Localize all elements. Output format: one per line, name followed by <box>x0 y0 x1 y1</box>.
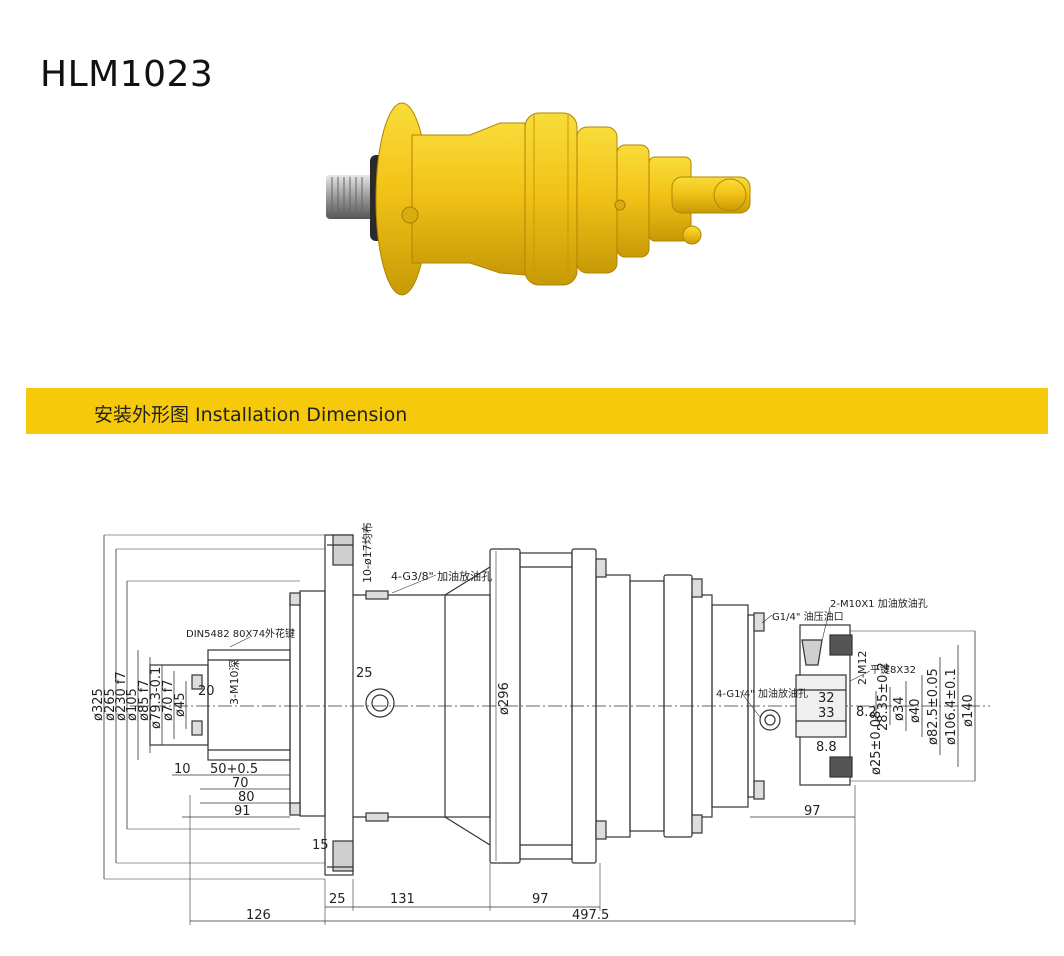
note-port-top-right: G1/4" 油压油口 <box>772 610 844 623</box>
dim-97-right: 97 <box>804 804 821 819</box>
dim-497-5: 497.5 <box>572 908 609 923</box>
note-thread-right: 2-M12 <box>856 651 869 685</box>
section-banner-title: 安装外形图 Installation Dimension <box>94 404 408 426</box>
installation-drawing: 10-ø17均布 4-G3/8" 加油放油孔 DIN5482 80X74外花键 … <box>91 522 990 925</box>
dim-left-diameter: ø230 f7 <box>114 671 129 721</box>
note-port-right: 4-G1/4" 加油放油孔 <box>716 687 808 700</box>
dim-8-2: 8.2 <box>856 705 877 720</box>
dim-97-bottom: 97 <box>532 892 549 907</box>
section-banner <box>26 388 1048 434</box>
note-mount-holes: 10-ø17均布 <box>361 522 374 583</box>
dim-8-8: 8.8 <box>816 740 837 755</box>
dim-296: ø296 <box>497 682 512 715</box>
note-thread-left: 3-M10深 <box>228 660 241 705</box>
dim-right-diameter: 28.35±0.2 <box>876 662 891 731</box>
dim-131: 131 <box>390 892 415 907</box>
dim-right-diameter: ø25±0.08 <box>869 711 884 775</box>
dim-20: 20 <box>198 684 215 699</box>
dim-left-diameter: ø265 <box>103 688 118 721</box>
dim-right-diameter: ø106.4±0.1 <box>944 668 959 745</box>
product-photo <box>326 102 751 296</box>
page-title: HLM1023 <box>40 54 214 95</box>
dim-50: 50+0.5 <box>210 762 258 777</box>
dim-33: 33 <box>818 706 835 721</box>
dim-right-diameter: ø140 <box>961 694 976 727</box>
dim-91: 91 <box>234 804 251 819</box>
dim-10: 10 <box>174 762 191 777</box>
note-port-left: 4-G3/8" 加油放油孔 <box>391 569 492 583</box>
dim-left-diameter: ø70 f7 <box>161 680 176 721</box>
dim-25-top: 25 <box>356 666 373 681</box>
dim-32: 32 <box>818 691 835 706</box>
dim-right-diameter: ø34 <box>892 697 907 722</box>
dim-left-diameter: ø325 <box>91 688 106 721</box>
note-port-m10: 2-M10X1 加油放油孔 <box>830 597 928 610</box>
note-spline: DIN5482 80X74外花键 <box>186 627 295 640</box>
note-key: 平键8X32 <box>870 663 916 676</box>
dim-15: 15 <box>312 838 329 853</box>
dim-right-diameter: ø82.5±0.05 <box>926 668 941 745</box>
dim-70: 70 <box>232 776 249 791</box>
dim-80: 80 <box>238 790 255 805</box>
dim-right-diameter: ø40 <box>908 699 923 724</box>
dim-left-diameter: ø105 <box>125 688 140 721</box>
dim-25-bottom: 25 <box>329 892 346 907</box>
dim-126: 126 <box>246 908 271 923</box>
dim-left-diameter: ø85 f7 <box>137 680 152 721</box>
dim-left-diameter: ø79.3-0.1 <box>149 667 164 729</box>
dim-left-diameter: ø45 <box>173 693 188 718</box>
